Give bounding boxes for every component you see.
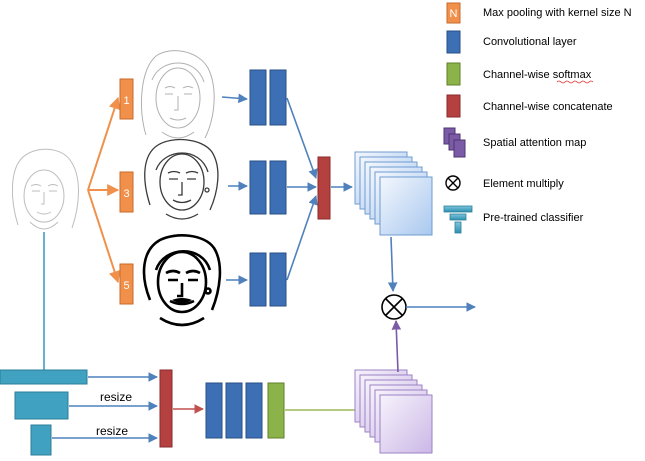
pool-box-5: 5 — [119, 263, 134, 305]
pool-box-3: 3 — [119, 171, 134, 213]
face-pool-5-lips — [172, 298, 192, 303]
resize-label-1: resize — [100, 390, 132, 404]
pool-branch-arrows — [87, 96, 121, 284]
conv-stack-1 — [249, 69, 287, 126]
element-multiply-node — [381, 294, 407, 320]
pretrained-classifier-pyramid — [0, 369, 88, 456]
input-face-sketch — [11, 148, 79, 230]
conv-stack-3 — [249, 252, 287, 307]
legend: N Max pooling with kernel size N Convolu… — [443, 2, 632, 234]
legend-concat-label: Channel-wise concatenate — [483, 101, 613, 113]
legend-attention: Spatial attention map — [443, 127, 586, 158]
legend-concat: Channel-wise concatenate — [446, 94, 613, 118]
legend-maxpool: N Max pooling with kernel size N — [446, 2, 632, 24]
legend-conv-label: Convolutional layer — [483, 36, 577, 48]
pool-kernel-5: 5 — [123, 280, 129, 292]
legend-maxpool-glyph: N — [450, 8, 458, 20]
features-to-multiply-arrow — [387, 236, 398, 292]
classifier-to-concat-arrows — [52, 372, 158, 443]
attention-map-stack — [354, 369, 433, 454]
resize-label-2: resize — [96, 424, 128, 438]
legend-multiply-label: Element multiply — [483, 178, 564, 190]
legend-softmax: Channel-wise softmax — [446, 62, 594, 86]
legend-softmax-spellcheck — [556, 80, 594, 84]
legend-attention-label: Spatial attention map — [483, 137, 586, 149]
legend-maxpool-label: Max pooling with kernel size N — [483, 7, 632, 19]
conv-stack-lower — [205, 382, 263, 439]
face-pool-5-sketch — [142, 234, 222, 327]
softmax-block — [267, 382, 285, 439]
face-to-conv-arrows — [221, 93, 248, 285]
legend-classifier: Pre-trained classifier — [443, 205, 584, 234]
attention-to-multiply-arrow — [391, 320, 402, 373]
conv-stack-2 — [249, 160, 287, 215]
legend-softmax-label: Channel-wise softmax — [483, 69, 592, 81]
concat-block-lower — [159, 369, 173, 448]
pool-kernel-1: 1 — [123, 95, 129, 107]
concat-block-upper — [317, 156, 331, 220]
face-pool-1-sketch — [140, 50, 215, 139]
conv-to-concat-arrows — [286, 97, 318, 281]
legend-conv: Convolutional layer — [446, 30, 577, 54]
feature-map-stack — [354, 151, 433, 236]
pool-box-1: 1 — [119, 78, 134, 120]
face-pool-3-sketch — [144, 138, 219, 220]
pool-kernel-3: 3 — [123, 188, 129, 200]
legend-multiply: Element multiply — [445, 175, 564, 191]
legend-classifier-label: Pre-trained classifier — [483, 212, 584, 224]
